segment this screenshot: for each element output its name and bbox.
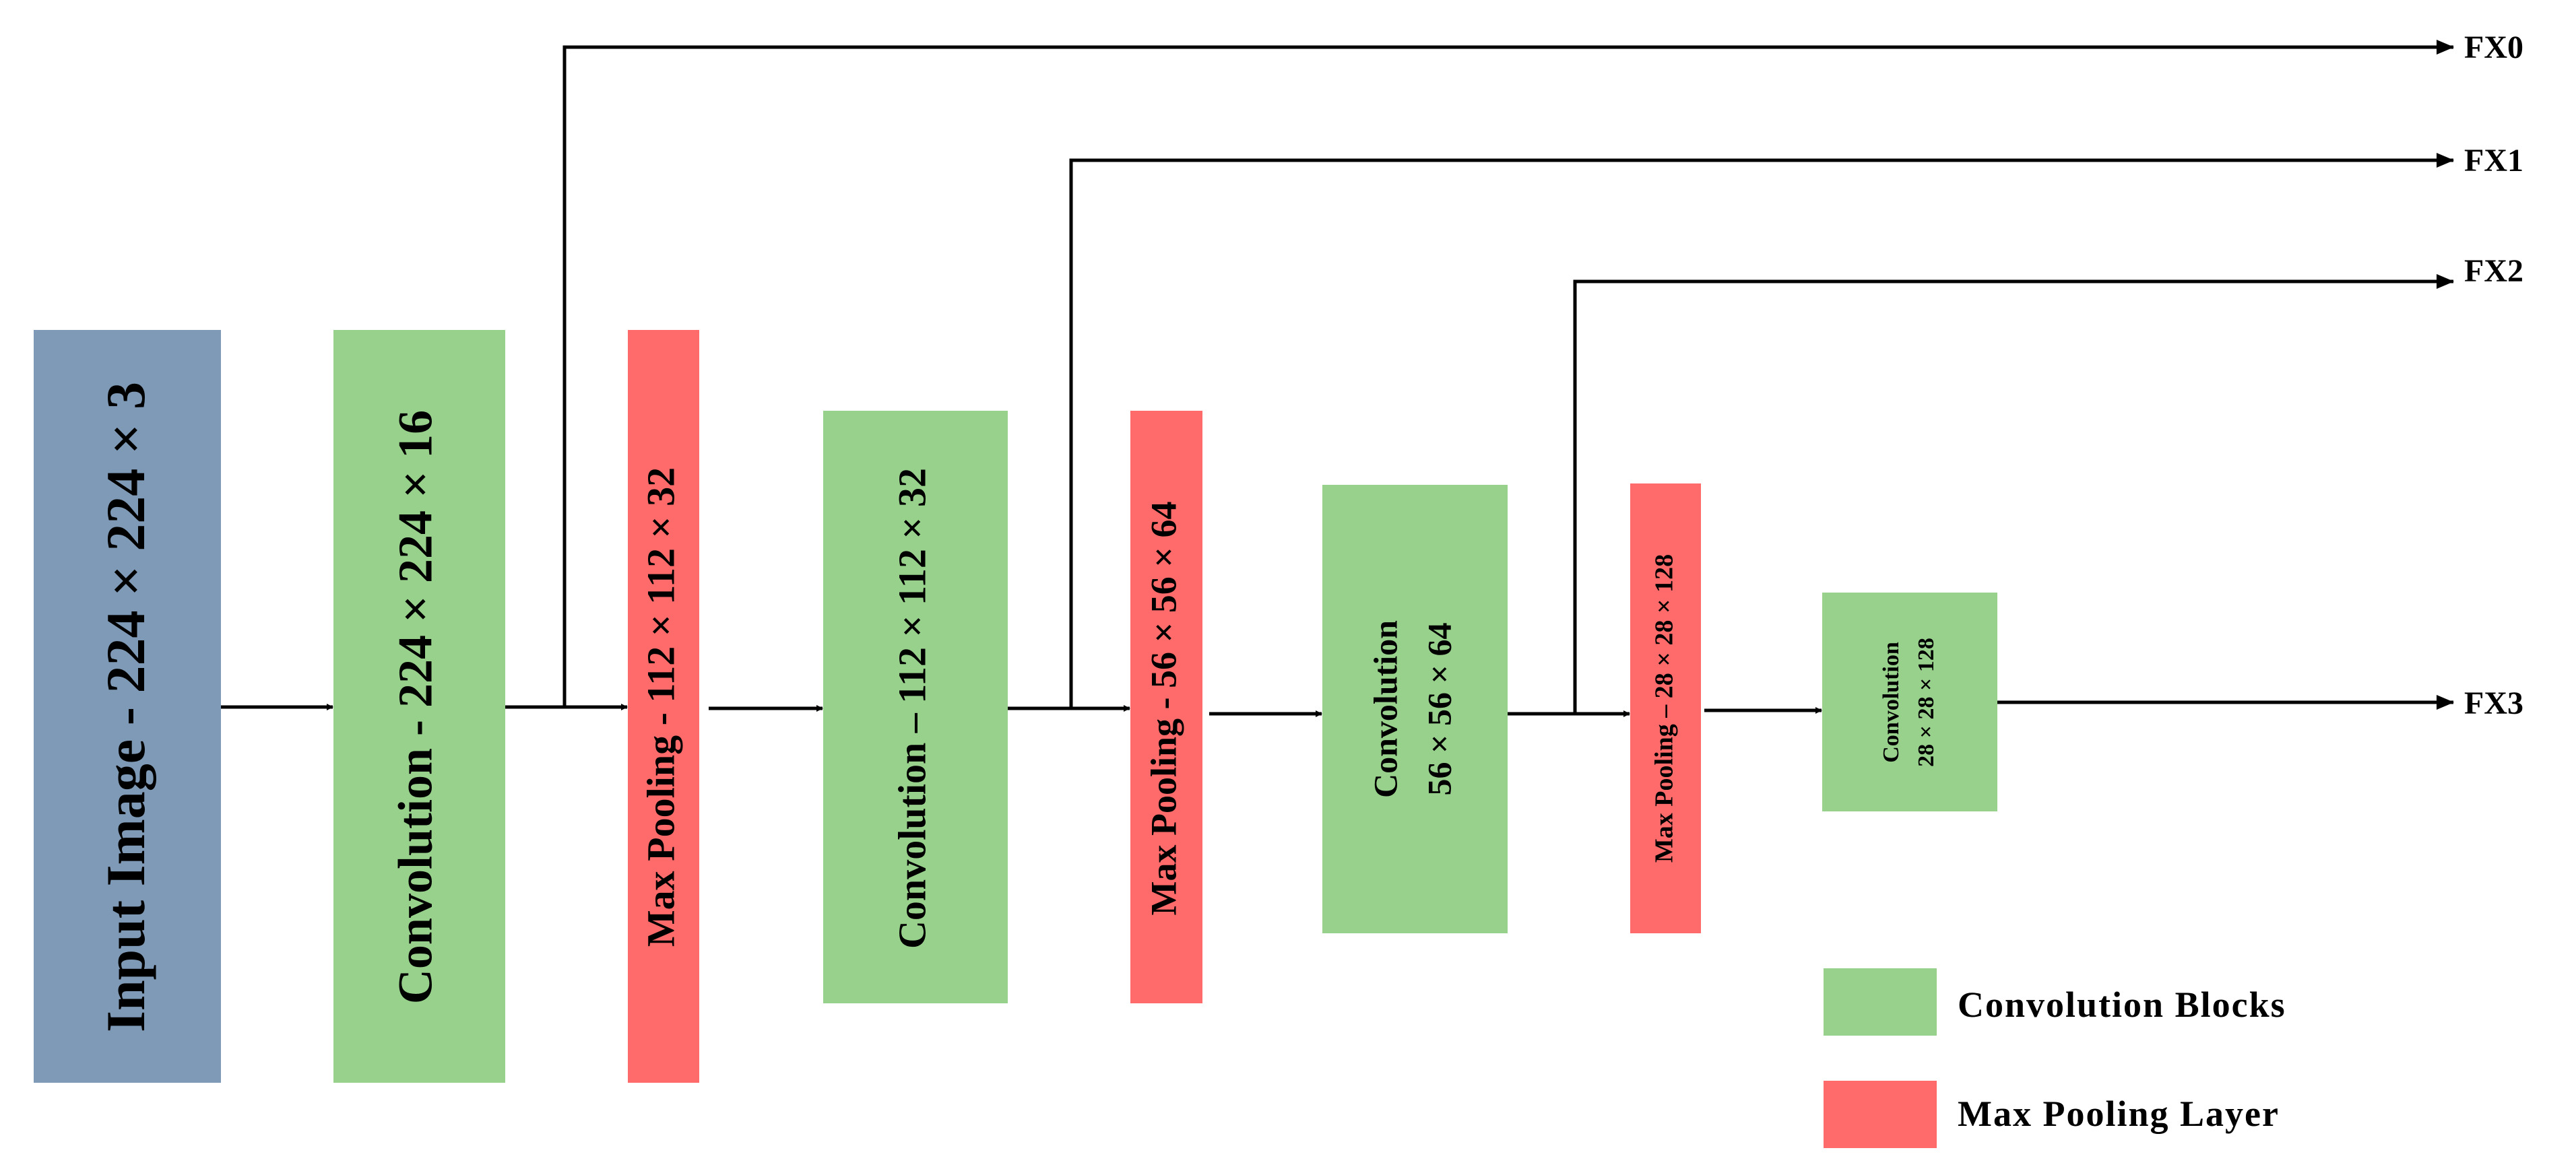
pool2-block (1130, 411, 1202, 1003)
branch-fx0 (562, 40, 2454, 707)
conv4-label-line1: Convolution (1879, 642, 1904, 763)
conv3-label-line1: Convolution (1366, 620, 1404, 798)
pool2-label: Max Pooling - 56 × 56 × 64 (1143, 501, 1184, 915)
branch-fx2 (1573, 274, 2454, 714)
input-image-label: Input Image - 224 × 224 × 3 (95, 382, 156, 1032)
legend-pooling-swatch (1824, 1081, 1937, 1148)
conv1-label: Convolution - 224 × 224 × 16 (389, 410, 443, 1004)
fx0-label: FX0 (2464, 30, 2523, 65)
pool1-label: Max Pooling - 112 × 112 × 32 (639, 467, 682, 947)
branch-fx1 (1069, 153, 2454, 708)
fx2-label: FX2 (2464, 253, 2523, 289)
conv2-label: Convolution – 112 × 112 × 32 (890, 468, 934, 949)
fx3-label: FX3 (2464, 685, 2523, 721)
conv3-label-line2: 56 × 56 × 64 (1420, 623, 1458, 796)
pool1-block (628, 330, 699, 1083)
conv2-block (823, 411, 1008, 1003)
conv4-label-line2: 28 × 28 × 128 (1914, 638, 1939, 767)
conv1-block (333, 330, 505, 1083)
conv3-block (1322, 485, 1508, 933)
pool3-label: Max Pooling – 28 × 28 × 128 (1650, 554, 1679, 863)
legend: Convolution Blocks Max Pooling Layer (1824, 968, 2286, 1148)
legend-convolution-swatch (1824, 968, 1937, 1036)
legend-convolution-label: Convolution Blocks (1958, 984, 2286, 1025)
fx1-label: FX1 (2464, 143, 2523, 178)
pool3-block (1630, 483, 1701, 933)
input-image-block (34, 330, 221, 1083)
legend-pooling-label: Max Pooling Layer (1958, 1094, 2280, 1134)
conv4-block (1822, 593, 1997, 811)
